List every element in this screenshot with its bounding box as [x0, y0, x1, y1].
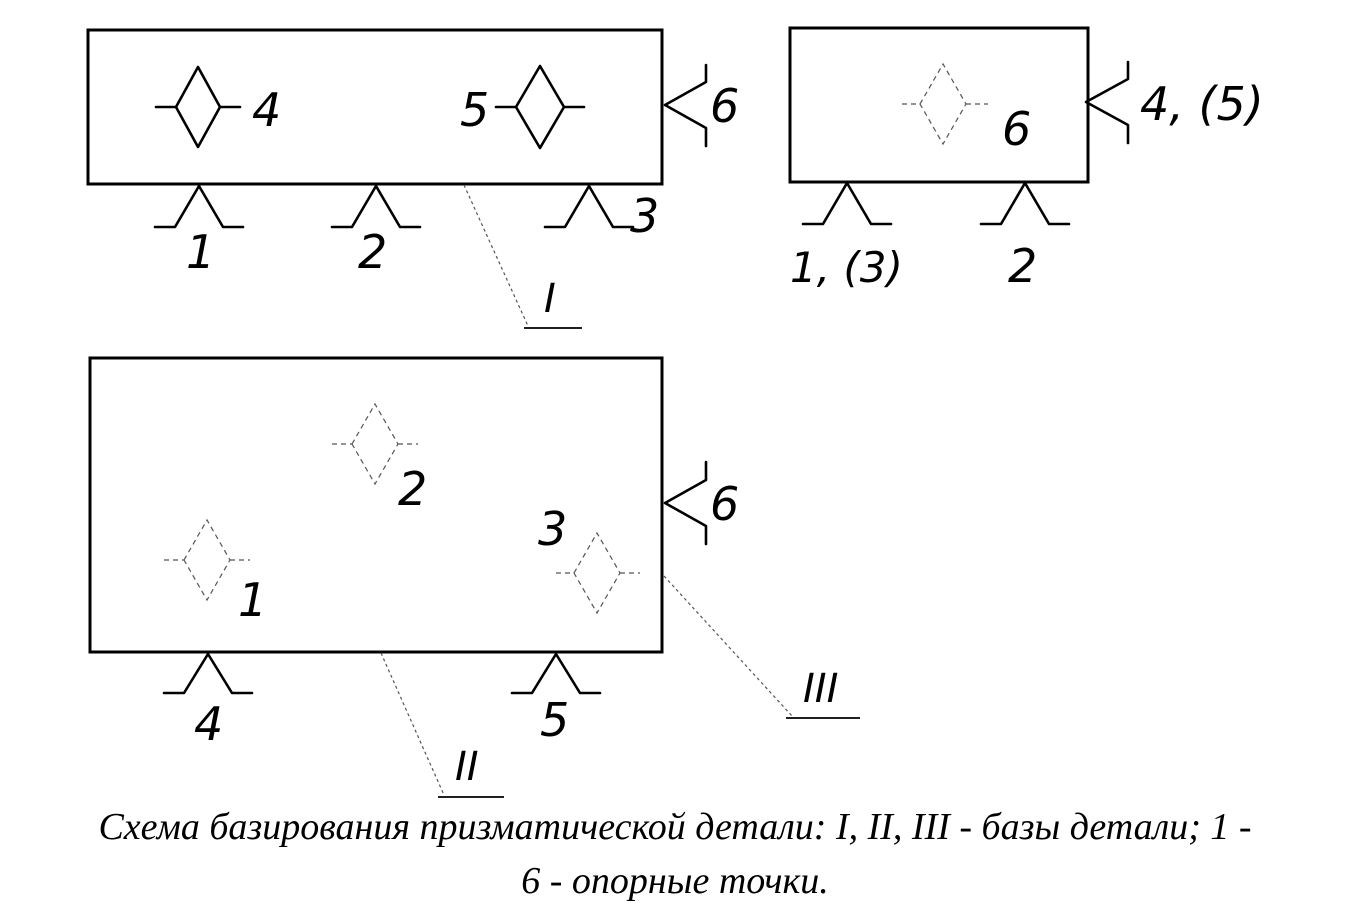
point-label-4-5: 4, (5) [1140, 77, 1264, 131]
point-label-4: 4 [252, 83, 281, 137]
part-outline-top [88, 356, 664, 654]
base-label-I: I [544, 276, 556, 322]
view-top-left: 4 5 6 1 2 3 I [86, 28, 739, 329]
support-point-4-5-symbol [1084, 60, 1130, 145]
support-point-6-symbol [663, 63, 708, 148]
part-outline-front [86, 28, 664, 186]
point-label-5-top: 5 [540, 693, 569, 747]
base-III-leader [663, 575, 793, 717]
point-label-3: 3 [630, 189, 659, 243]
support-point-2-hidden-symbol [332, 402, 418, 486]
point-label-2: 2 [358, 225, 387, 279]
point-label-6-top: 6 [710, 477, 739, 531]
support-point-2-symbol [330, 184, 422, 229]
view-top-right: 6 4, (5) 1, (3) 2 [788, 26, 1264, 293]
point-label-4-top: 4 [194, 697, 223, 751]
support-point-5-symbol [494, 64, 586, 150]
point-label-1: 1 [186, 225, 215, 279]
view-bottom: 2 1 3 6 4 5 II III [88, 356, 860, 798]
point-label-3-hidden: 3 [538, 502, 567, 556]
support-point-3-hidden-symbol [556, 531, 640, 615]
support-point-1-3-symbol [801, 181, 893, 226]
support-point-1-symbol [153, 184, 245, 229]
support-point-6-hidden-symbol [902, 62, 988, 146]
point-label-6-hidden: 6 [1002, 102, 1031, 156]
point-label-6: 6 [710, 79, 739, 133]
support-point-6-top-symbol [663, 460, 708, 546]
support-point-4-symbol [154, 65, 242, 149]
support-point-1-hidden-symbol [164, 518, 250, 602]
caption-line-2: 6 - опорные точки. [521, 860, 829, 902]
point-label-5: 5 [460, 83, 489, 137]
point-label-2-side: 2 [1008, 239, 1037, 293]
support-point-4-top-symbol [162, 652, 254, 695]
support-point-3-symbol [543, 184, 635, 229]
base-label-III: III [803, 666, 838, 712]
point-label-1-hidden: 1 [238, 573, 267, 627]
base-II-leader [380, 652, 445, 796]
base-label-II: II [455, 744, 479, 790]
caption-line-1: Схема базирования призматической детали:… [98, 806, 1252, 848]
part-outline-side [788, 26, 1090, 184]
point-label-2-hidden: 2 [398, 462, 427, 516]
figure-caption: Схема базирования призматической детали:… [0, 800, 1350, 908]
base-I-leader [463, 184, 529, 327]
point-label-1-3: 1, (3) [790, 243, 903, 292]
support-point-5-top-symbol [510, 652, 602, 695]
support-point-2-side-symbol [979, 181, 1071, 226]
